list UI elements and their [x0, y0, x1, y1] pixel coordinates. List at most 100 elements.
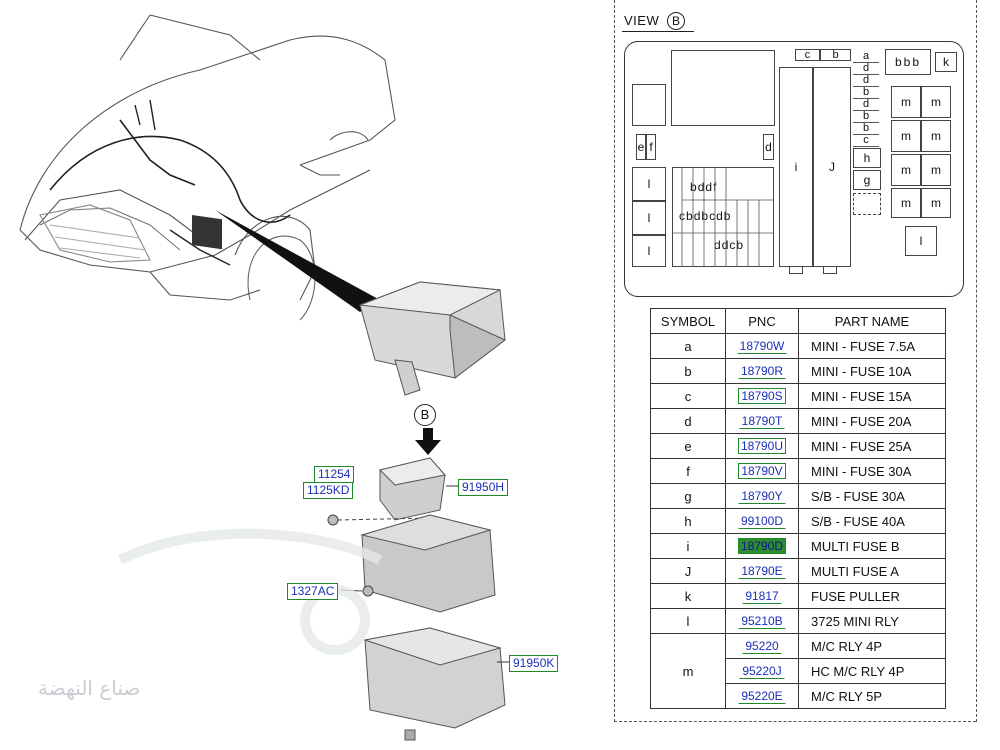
pnc-link[interactable]: 18790T [738, 413, 786, 429]
fuse-slot-top-c[interactable]: c [795, 49, 820, 61]
col-fuse-6[interactable]: b [853, 111, 879, 123]
frame-right-border [976, 0, 977, 722]
pnc-cell[interactable]: 18790U [725, 433, 799, 459]
pnc-cell[interactable]: 99100D [725, 508, 799, 534]
fuse-slot-f[interactable]: f [646, 134, 656, 160]
pnc-cell[interactable]: 18790R [725, 358, 799, 384]
multi-fuse-j-foot [823, 266, 837, 274]
fuse-slot-l-1[interactable]: l [632, 167, 666, 201]
grid-r2-s5[interactable]: c [709, 209, 717, 223]
grid-r3-s3[interactable]: c [729, 238, 737, 252]
relay-m-7[interactable]: m [891, 188, 921, 218]
fuse-slot-top-b[interactable]: b [820, 49, 851, 61]
pnc-link[interactable]: 91817 [742, 588, 782, 604]
col-fuse-4[interactable]: b [853, 87, 879, 99]
frame-bottom-border [614, 721, 976, 722]
part-name-cell: MINI - FUSE 15A [798, 383, 946, 409]
fuse-puller-k[interactable]: k [935, 52, 957, 72]
pnc-label-1327ac[interactable]: 1327AC [287, 583, 339, 600]
fuse-slot-e[interactable]: e [636, 134, 646, 160]
pnc-cell[interactable]: 95220 [725, 633, 799, 659]
pnc-label-1125kd[interactable]: 1125KD [303, 482, 354, 499]
pnc-link[interactable]: 18790E [738, 563, 786, 579]
pnc-cell[interactable]: 18790W [725, 333, 799, 359]
col-fuse-2[interactable]: d [853, 63, 879, 75]
pnc-cell[interactable]: 18790D [725, 533, 799, 559]
part-name-cell: M/C RLY 5P [798, 683, 946, 709]
sb-fuse-g[interactable]: g [853, 170, 881, 190]
relay-m-1[interactable]: m [891, 86, 921, 118]
pnc-cell[interactable]: 91817 [725, 583, 799, 609]
multi-fuse-i[interactable]: i [779, 67, 813, 267]
pnc-link-highlighted[interactable]: 18790D [737, 538, 787, 554]
relay-m-6[interactable]: m [921, 154, 951, 186]
watermark-text: صناع النهضة [38, 676, 141, 700]
grid-r2-s7[interactable]: b [723, 209, 732, 223]
pnc-label-91950k[interactable]: 91950K [509, 655, 559, 672]
col-fuse-7[interactable]: b [853, 123, 879, 135]
mini-fuse-grid-lines [672, 167, 774, 267]
pnc-link[interactable]: 95220E [738, 688, 786, 704]
pnc-link[interactable]: 95220J [739, 663, 785, 679]
pnc-cell[interactable]: 18790T [725, 408, 799, 434]
part-name-cell: M/C RLY 4P [798, 633, 946, 659]
pnc-cell[interactable]: 18790V [725, 458, 799, 484]
pnc-label-11254[interactable]: 11254 [314, 466, 355, 483]
pnc-cell[interactable]: 18790S [725, 383, 799, 409]
relay-l-right[interactable]: l [905, 226, 937, 256]
pnc-label-91950h[interactable]: 91950H [458, 479, 509, 496]
relay-m-4[interactable]: m [921, 120, 951, 152]
part-name-cell: S/B - FUSE 30A [798, 483, 946, 509]
pnc-link[interactable]: 18790U [737, 438, 787, 454]
pnc-link[interactable]: 18790R [737, 363, 787, 379]
col-fuse-3[interactable]: d [853, 75, 879, 87]
pnc-cell[interactable]: 18790E [725, 558, 799, 584]
grid-r2-s2[interactable]: b [686, 209, 694, 223]
pnc-link[interactable]: 95220 [742, 638, 782, 654]
col-fuse-1[interactable]: a [853, 51, 879, 63]
pnc-link[interactable]: 99100D [737, 513, 787, 529]
pnc-cell[interactable]: 95220J [725, 658, 799, 684]
pnc-cell[interactable]: 95220E [725, 683, 799, 709]
bbb-2[interactable]: b [903, 55, 913, 69]
relay-m-8[interactable]: m [921, 188, 951, 218]
fuse-slot-l-3[interactable]: l [632, 235, 666, 267]
grid-r2-s3[interactable]: d [693, 209, 702, 223]
fuse-slot-d-mid[interactable]: d [763, 134, 774, 160]
pnc-link[interactable]: 18790V [738, 463, 786, 479]
pnc-link[interactable]: 18790W [736, 338, 788, 354]
fuse-slot-l-2[interactable]: l [632, 201, 666, 235]
pnc-link[interactable]: 18790S [738, 388, 786, 404]
symbol-cell: b [650, 358, 726, 384]
view-title-text: VIEW [624, 13, 660, 28]
sb-fuse-h[interactable]: h [853, 148, 881, 168]
pnc-link[interactable]: 18790Y [738, 488, 786, 504]
col-fuse-8[interactable]: c [853, 135, 879, 147]
grid-r3-s4[interactable]: b [736, 238, 745, 252]
grid-r3-s2[interactable]: d [721, 238, 730, 252]
multi-fuse-j[interactable]: J [813, 67, 851, 267]
relay-m-5[interactable]: m [891, 154, 921, 186]
relay-m-3[interactable]: m [891, 120, 921, 152]
bbb-3[interactable]: b [912, 55, 922, 69]
col-fuse-5[interactable]: d [853, 99, 879, 111]
bbb-1[interactable]: b [894, 55, 904, 69]
relay-m-2[interactable]: m [921, 86, 951, 118]
pnc-cell[interactable]: 18790Y [725, 483, 799, 509]
part-name-cell: 3725 MINI RLY [798, 608, 946, 634]
grid-r2-s6[interactable]: d [716, 209, 724, 223]
grid-r3-s1[interactable]: d [714, 238, 722, 252]
part-name-cell: S/B - FUSE 40A [798, 508, 946, 534]
grid-r1-s2[interactable]: d [697, 180, 706, 194]
grid-row-3: ddcb [714, 238, 770, 252]
pnc-link[interactable]: 95210B [738, 613, 786, 629]
pnc-cell[interactable]: 95210B [725, 608, 799, 634]
grid-r1-s3[interactable]: d [705, 180, 714, 194]
grid-r2-s4[interactable]: b [701, 209, 710, 223]
